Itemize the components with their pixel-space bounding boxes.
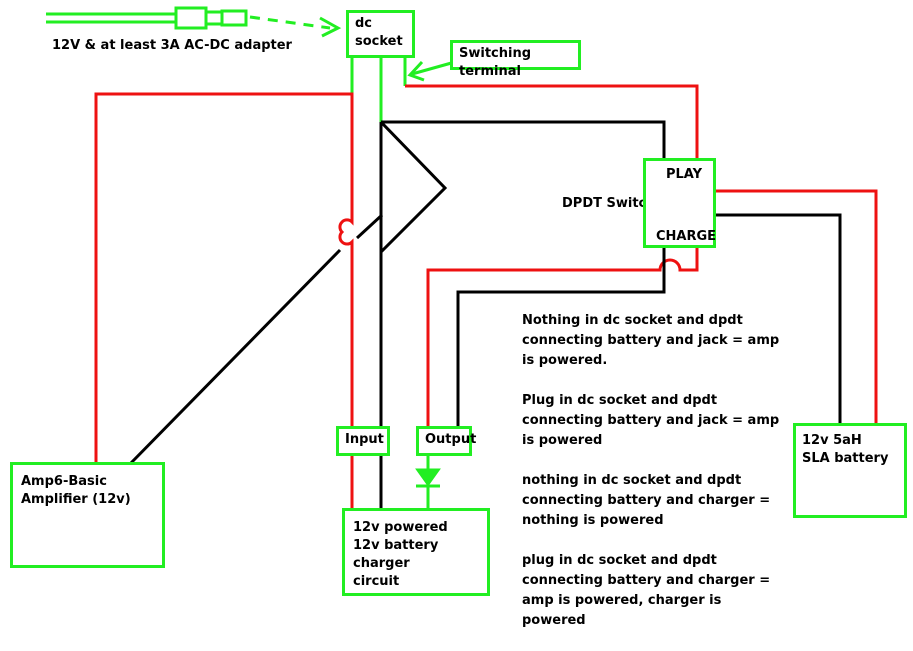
negative-wires: [128, 120, 842, 508]
note-1: Nothing in dc socket and dpdt connecting…: [522, 313, 780, 368]
wire-layer: [46, 6, 878, 508]
switch-play-label: PLAY: [666, 167, 703, 182]
positive-wires: [94, 84, 878, 508]
adapter-plug-icon: [46, 6, 342, 38]
wiring-diagram: 12V & at least 3A AC-DC adapter dc socke…: [10, 6, 907, 628]
switching-arrow-icon: [407, 60, 456, 82]
adapter-label: 12V & at least 3A AC-DC adapter: [52, 38, 292, 53]
switch-charge-label: CHARGE: [656, 229, 717, 244]
battery-box: 12v 5aH SLA battery: [793, 423, 907, 518]
dpdt-switch-box: PLAY CHARGE: [643, 158, 716, 248]
input-label-box: Input: [336, 426, 390, 456]
output-label-box: Output: [416, 426, 476, 456]
note-2: Plug in dc socket and dpdt connecting ba…: [522, 393, 780, 448]
note-3: nothing in dc socket and dpdt connecting…: [522, 473, 771, 528]
charger-box: 12v powered 12v battery charger circuit: [342, 508, 490, 596]
switching-terminal-box: Switching terminal: [450, 40, 581, 79]
diode-icon: [415, 456, 441, 508]
note-4: plug in dc socket and dpdt connecting ba…: [522, 553, 771, 628]
dc-socket-box: dc socket: [346, 10, 415, 58]
notes-panel: Nothing in dc socket and dpdt connecting…: [522, 311, 782, 651]
amplifier-box: Amp6-Basic Amplifier (12v): [10, 462, 165, 568]
dpdt-switch-label: DPDT Switch: [562, 196, 656, 211]
